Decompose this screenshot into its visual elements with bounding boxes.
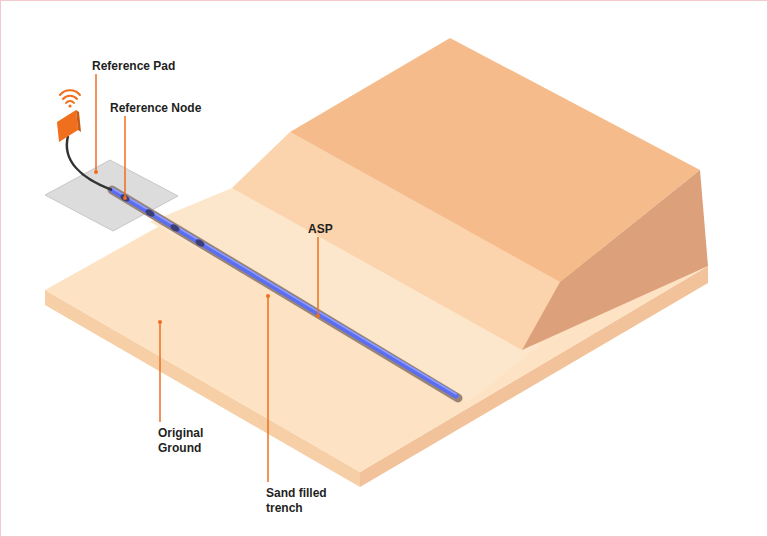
- reference-node-box: [57, 110, 78, 142]
- region-label: Original Ground: [158, 426, 224, 456]
- asp-tube: [112, 190, 456, 396]
- trench-cut: [112, 190, 458, 398]
- part-label: ASP: [308, 222, 333, 237]
- leader-dots: [94, 170, 320, 324]
- region-label: Sand filled trench: [266, 486, 346, 516]
- wifi-icon: [60, 90, 80, 103]
- cable: [67, 136, 112, 190]
- part-label: Reference Node: [110, 101, 201, 116]
- reference-node-side: [76, 110, 81, 132]
- berm-side: [522, 170, 708, 350]
- asp-highlight: [112, 188, 456, 394]
- sensor-nodes: [119, 193, 206, 248]
- part-label: Reference Pad: [92, 59, 175, 74]
- leader-lines: [96, 74, 318, 482]
